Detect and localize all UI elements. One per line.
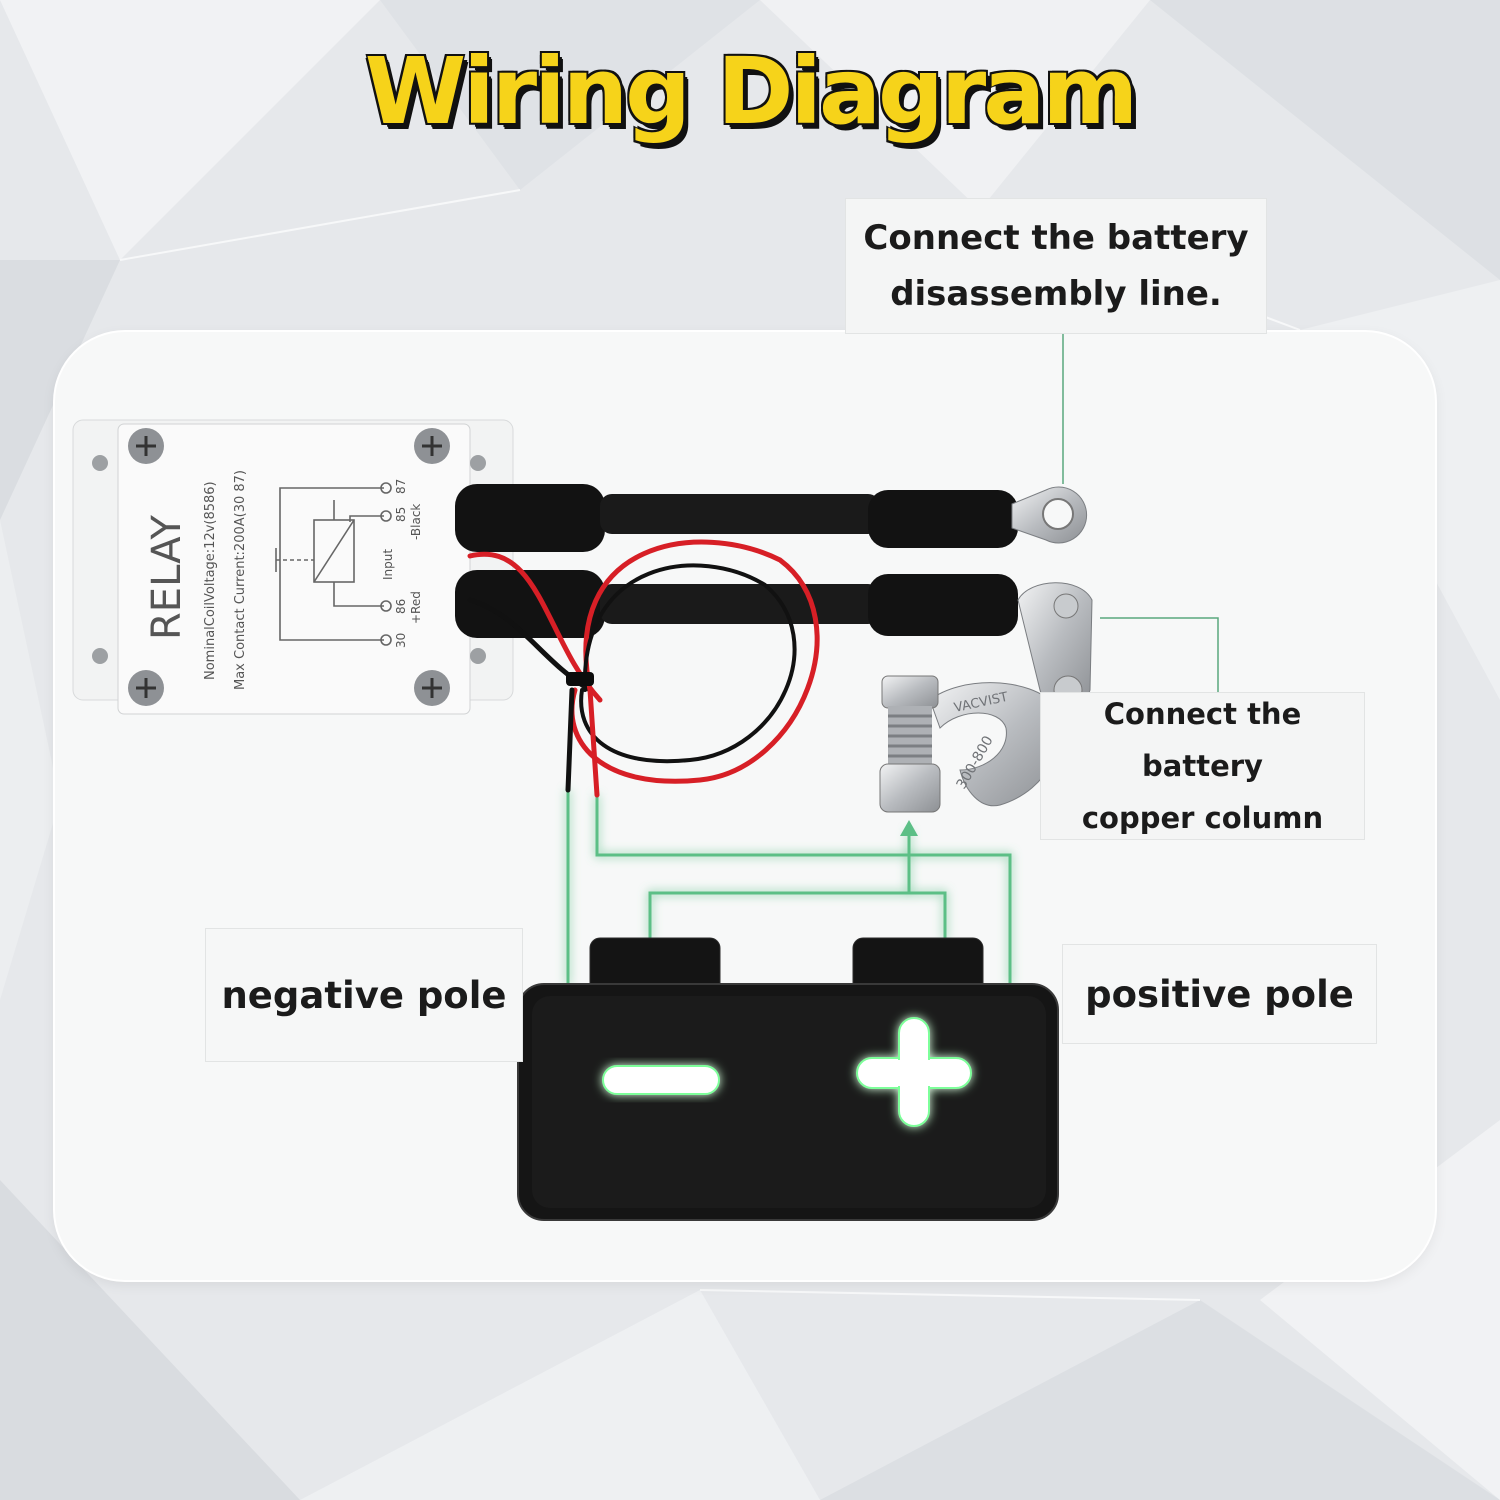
mount-hole-icon: [470, 648, 486, 664]
terminal-86: 86: [394, 599, 408, 614]
screw-icon: [128, 428, 164, 464]
mount-hole-icon: [470, 455, 486, 471]
screw-icon: [128, 670, 164, 706]
cable-top: [600, 486, 1088, 548]
label-disassembly-line: Connect the battery disassembly line.: [845, 198, 1267, 334]
relay-name: RELAY: [144, 514, 190, 640]
terminal-red: +Red: [409, 591, 423, 624]
terminal-87: 87: [394, 479, 408, 494]
battery: [517, 937, 1059, 1221]
relay-schematic: [275, 482, 392, 646]
ring-terminal-icon: [1011, 486, 1088, 544]
plus-icon: [856, 1017, 972, 1127]
screw-icon: [414, 428, 450, 464]
relay-module: RELAY NominalCoilVoltage:12v(8586) Max C…: [72, 419, 514, 715]
label-copper-line-1: Connect the battery: [1103, 697, 1302, 783]
terminal-85: 85: [394, 507, 408, 522]
leader-copper: [1100, 617, 1219, 708]
terminal-black: -Black: [409, 504, 423, 540]
label-disassembly-line-2: disassembly line.: [890, 274, 1222, 314]
mount-hole-icon: [92, 455, 108, 471]
terminal-input: Input: [381, 549, 395, 580]
label-positive-pole: positive pole: [1062, 944, 1377, 1044]
guide-positive-wire: [595, 795, 1012, 985]
terminal-30: 30: [394, 633, 408, 648]
label-copper-column: Connect the battery copper column: [1040, 692, 1365, 840]
guide-lines: [566, 790, 1012, 985]
page-title: Wiring Diagram: [364, 38, 1138, 145]
relay-spec-current: Max Contact Current:200A(30 87): [233, 470, 248, 690]
label-disassembly-line-1: Connect the battery: [863, 218, 1249, 258]
guide-arrow-clamp: [900, 820, 918, 836]
cable-boot-bottom: [455, 570, 605, 638]
thin-wires: [467, 539, 820, 798]
mount-hole-icon: [92, 648, 108, 664]
relay-spec-voltage: NominalCoilVoltage:12v(8586): [203, 481, 218, 680]
guide-terminal-bridge: [648, 891, 947, 940]
label-copper-line-2: copper column: [1081, 801, 1324, 835]
screw-icon: [414, 670, 450, 706]
cable-bottom: [600, 574, 1018, 636]
minus-icon: [602, 1065, 720, 1095]
cable-boot-top: [455, 484, 605, 552]
label-negative-pole: negative pole: [205, 928, 523, 1062]
cable-tie-icon: [566, 672, 594, 686]
